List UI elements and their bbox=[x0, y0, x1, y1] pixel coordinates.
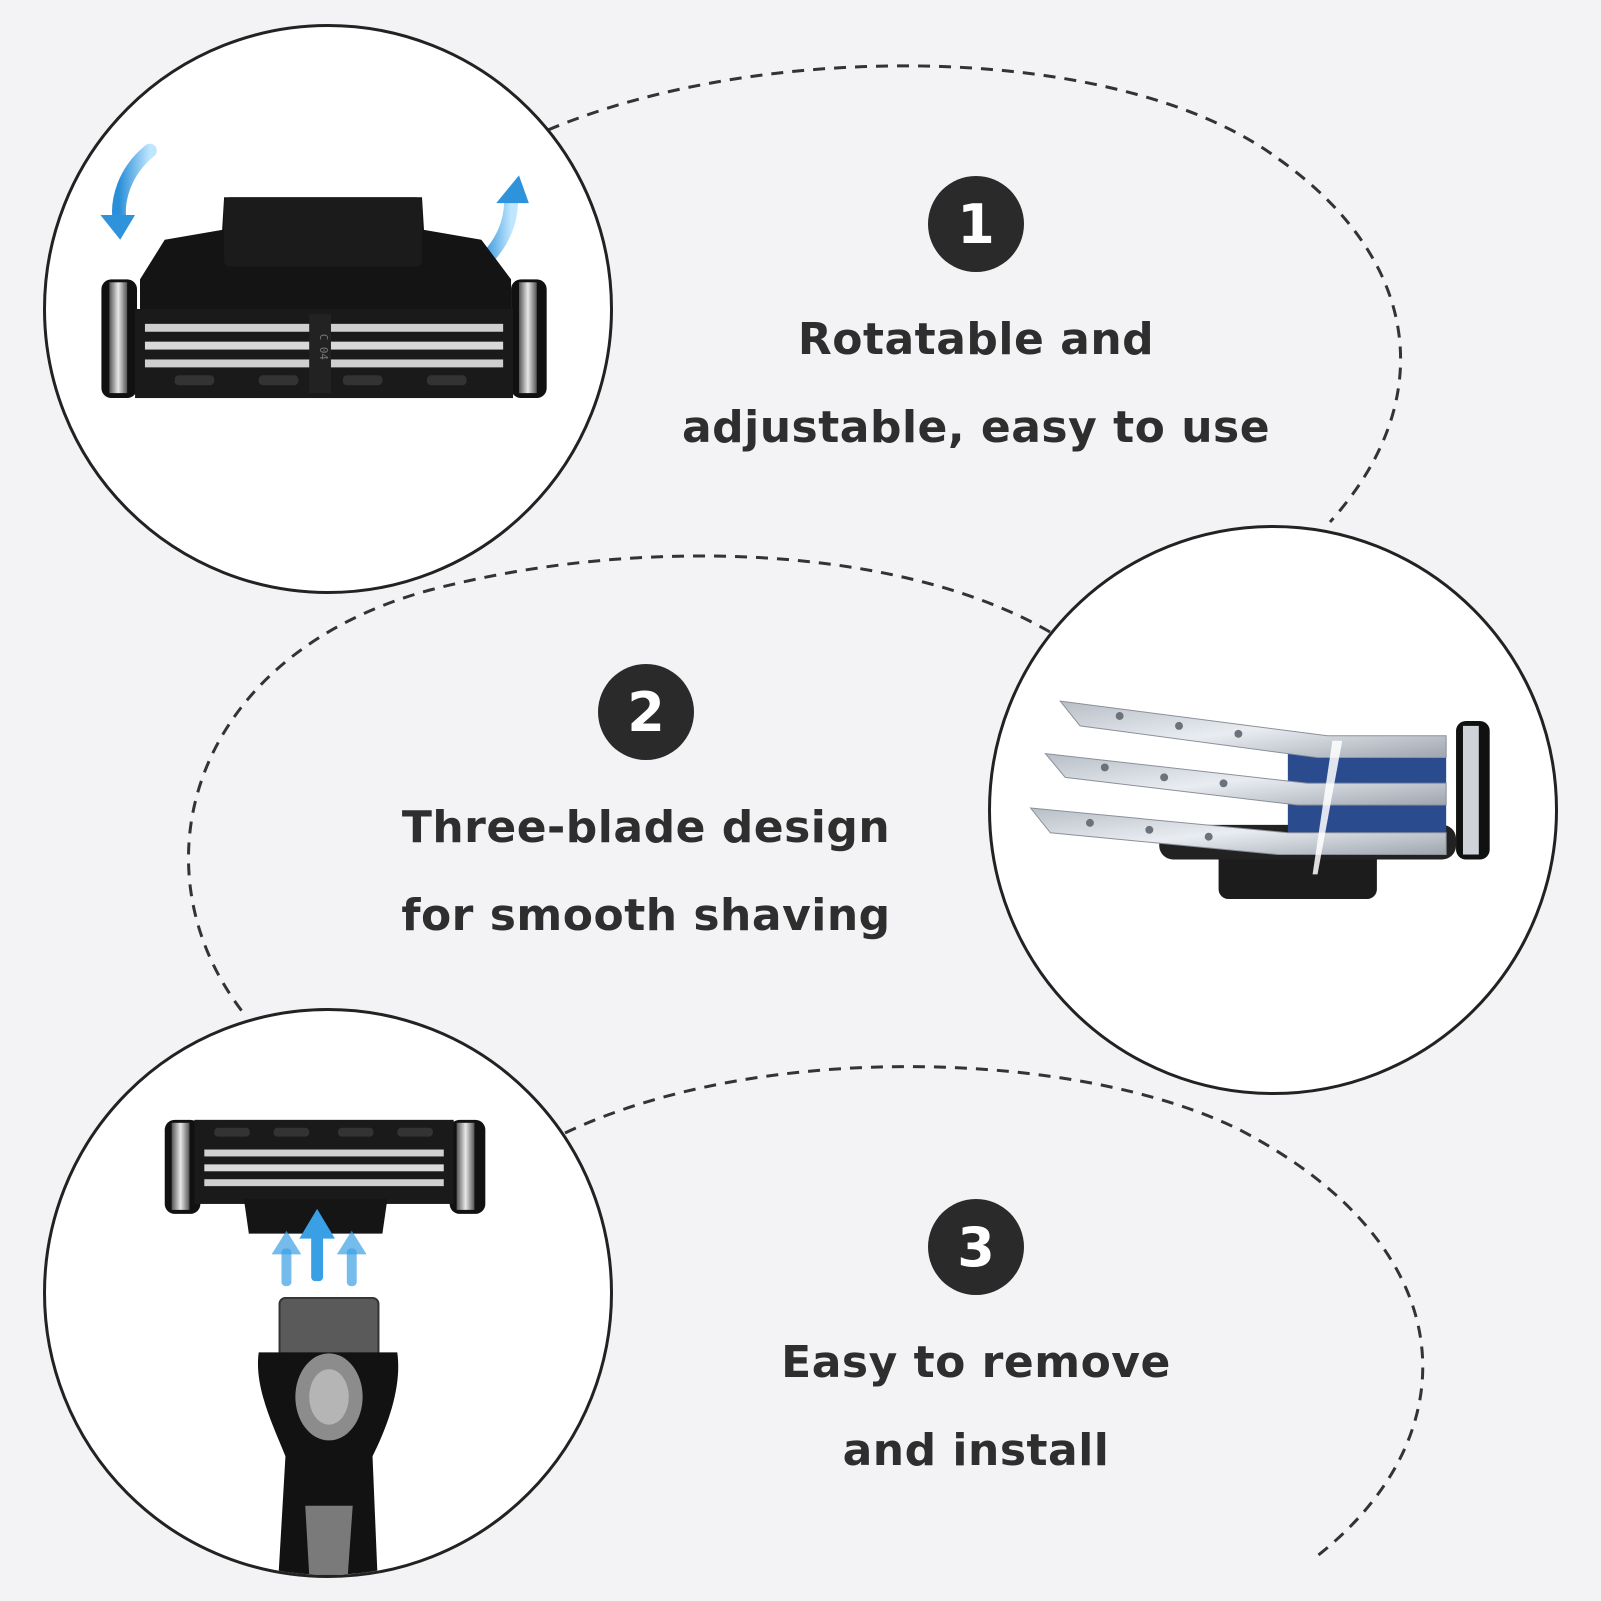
dashed-curve-2 bbox=[187, 554, 1051, 1016]
image-circle-3 bbox=[43, 1008, 613, 1578]
rotate-left-arrow-icon bbox=[112, 143, 157, 232]
feature-3: 3 Easy to remove and install bbox=[676, 1199, 1276, 1495]
dashed-curve-3 bbox=[564, 1065, 1425, 1562]
step-number-badge-3: 3 bbox=[928, 1199, 1024, 1295]
image-circle-2 bbox=[988, 525, 1558, 1095]
step-number-badge-2: 2 bbox=[598, 664, 694, 760]
step-number-badge-1: 1 bbox=[928, 176, 1024, 272]
dashed-curve-1 bbox=[547, 64, 1402, 524]
feature-2-line-2: for smooth shaving bbox=[401, 890, 891, 941]
feature-1-line-2: adjustable, easy to use bbox=[681, 402, 1271, 453]
feature-3-line-1: Easy to remove bbox=[781, 1337, 1171, 1388]
three-blades-illustration bbox=[1029, 700, 1490, 900]
image-circle-1: C 04 bbox=[43, 24, 613, 594]
cartridge-marking: C 04 bbox=[317, 334, 330, 361]
feature-2: 2 Three-blade design for smooth shaving bbox=[346, 664, 946, 960]
feature-2-line-1: Three-blade design bbox=[401, 802, 891, 853]
feature-3-line-2: and install bbox=[842, 1425, 1110, 1476]
feature-1: 1 Rotatable and adjustable, easy to use bbox=[676, 176, 1276, 472]
feature-1-line-1: Rotatable and bbox=[797, 314, 1155, 365]
install-cartridge-illustration bbox=[164, 1119, 486, 1575]
insert-arrows-icon bbox=[271, 1208, 367, 1287]
pivot-cartridge-illustration: C 04 bbox=[100, 143, 547, 399]
